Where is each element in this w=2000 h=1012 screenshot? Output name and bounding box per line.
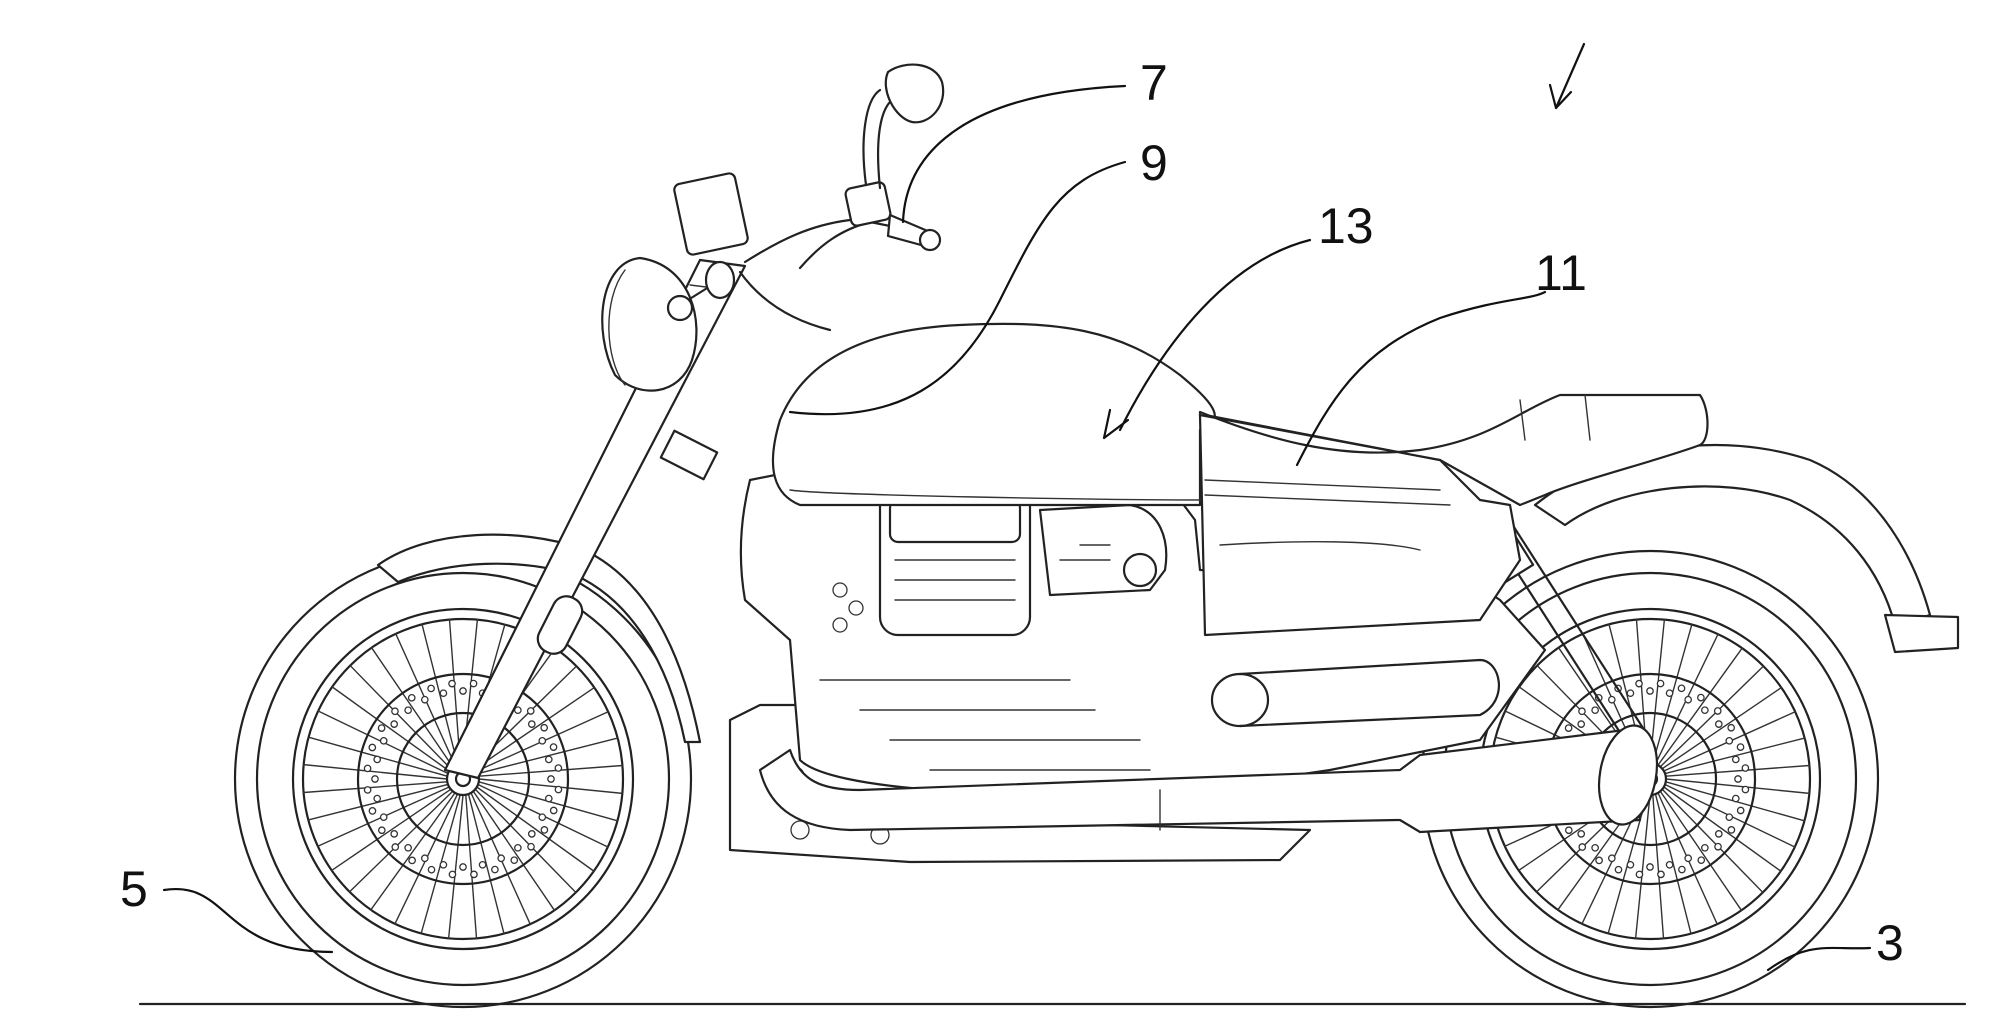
headlight [601, 256, 698, 392]
leader-lines [162, 42, 1872, 972]
label-7: 7 [1140, 55, 1168, 111]
tail-light [1883, 613, 1960, 654]
side-cover [1198, 413, 1522, 637]
label-3: 3 [1876, 915, 1904, 971]
turn-signal [666, 260, 736, 322]
mirror [862, 63, 945, 190]
front-fork [443, 218, 852, 780]
seat [1198, 393, 1709, 507]
front-fender [376, 533, 702, 744]
fuel-tank [771, 322, 1216, 507]
label-9: 9 [1140, 135, 1168, 191]
instrument-gauge [673, 172, 749, 256]
exhaust [758, 724, 1659, 834]
handlebar [798, 181, 942, 270]
front-wheel [233, 549, 693, 1009]
label-11: 11 [1535, 245, 1587, 301]
label-13: 13 [1318, 198, 1374, 254]
label-5: 5 [120, 861, 148, 917]
rear-fender [1533, 443, 1932, 627]
